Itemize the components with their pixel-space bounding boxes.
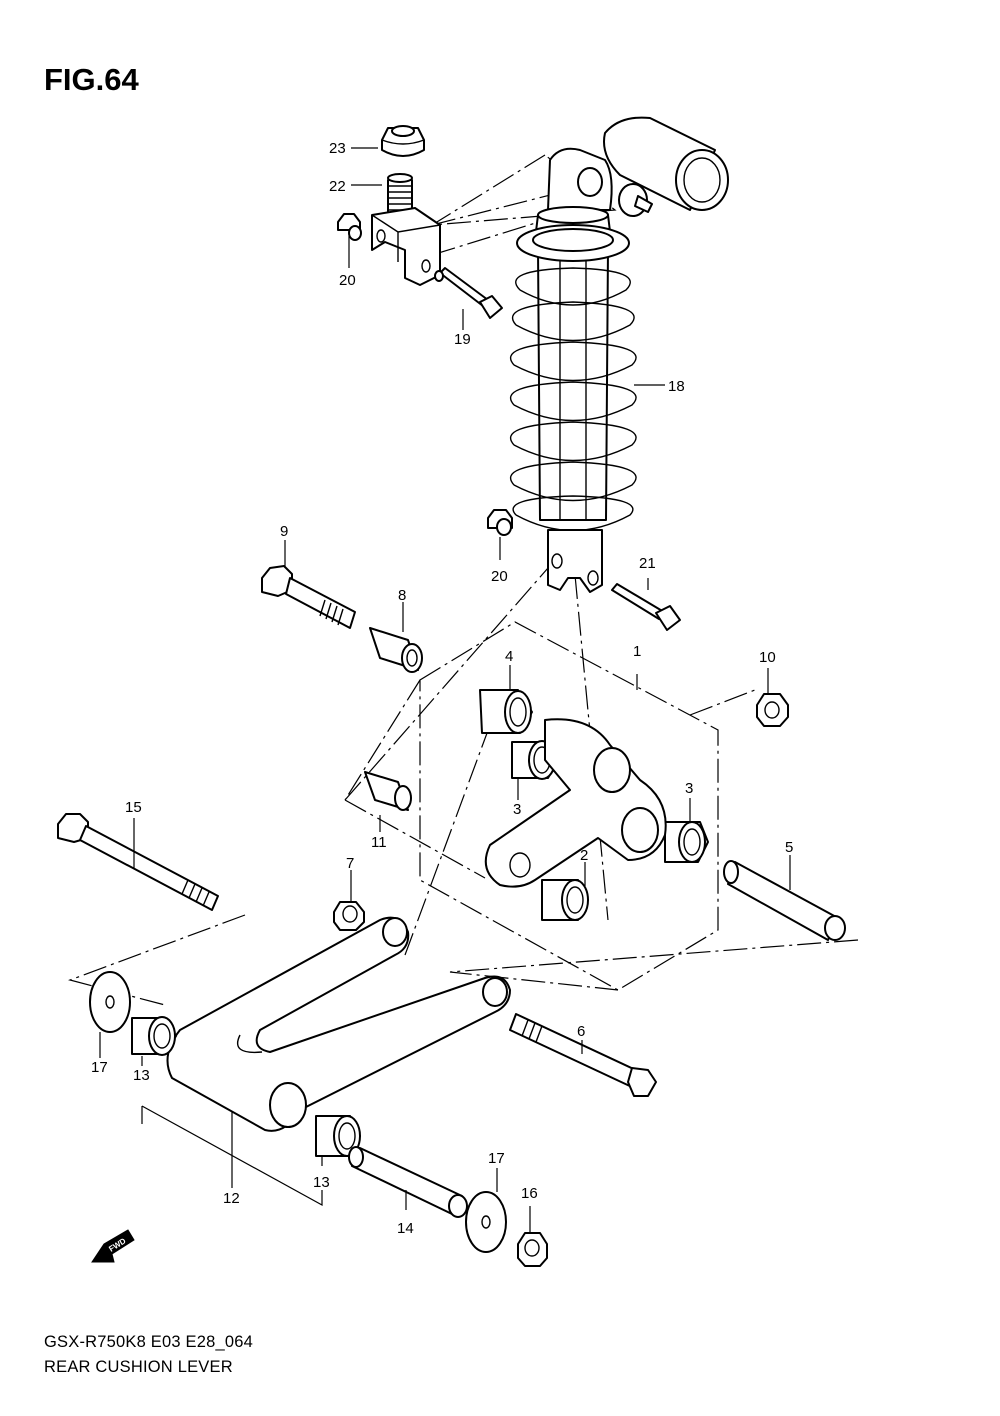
- rear-shock-absorber-18[interactable]: [509, 116, 729, 593]
- bearing-4[interactable]: [479, 689, 533, 734]
- cushion-rod-12[interactable]: [166, 916, 511, 1132]
- callout-12: 12: [223, 1190, 240, 1207]
- callout-21: 21: [639, 555, 656, 572]
- bearing-13-left[interactable]: [131, 1016, 177, 1056]
- bolt-19[interactable]: [434, 267, 503, 319]
- spacer-pipe-5[interactable]: [723, 860, 846, 941]
- cushion-lever-1[interactable]: [484, 718, 667, 888]
- nut-7[interactable]: [333, 901, 365, 931]
- spacer-pipe-14[interactable]: [348, 1146, 468, 1218]
- callout-19: 19: [454, 331, 471, 348]
- nut-10[interactable]: [756, 693, 789, 727]
- callout-6: 6: [577, 1023, 585, 1040]
- shock-upper-bracket-22[interactable]: [371, 173, 441, 286]
- leader-lines: [99, 147, 791, 1234]
- callout-13-right: 13: [313, 1174, 330, 1191]
- callout-2: 2: [580, 847, 588, 864]
- callout-13-left: 13: [133, 1067, 150, 1084]
- bolt-21[interactable]: [611, 583, 681, 631]
- callout-14: 14: [397, 1220, 414, 1237]
- section-name-caption: REAR CUSHION LEVER: [44, 1358, 233, 1376]
- callout-4: 4: [505, 648, 513, 665]
- callout-17-left: 17: [91, 1059, 108, 1076]
- callout-20-lower: 20: [491, 568, 508, 585]
- callout-7: 7: [346, 855, 354, 872]
- collar-8[interactable]: [369, 627, 423, 673]
- bolt-6[interactable]: [509, 1013, 657, 1097]
- callout-23: 23: [329, 140, 346, 157]
- nut-20-upper[interactable]: [337, 213, 362, 241]
- callout-10: 10: [759, 649, 776, 666]
- callout-16: 16: [521, 1185, 538, 1202]
- washer-17-right[interactable]: [465, 1191, 507, 1253]
- model-code-caption: GSX-R750K8 E03 E28_064: [44, 1333, 253, 1351]
- flange-nut-23[interactable]: [381, 125, 425, 157]
- bearing-3-right[interactable]: [664, 821, 709, 863]
- callout-3-left: 3: [513, 801, 521, 818]
- callout-11: 11: [371, 834, 387, 851]
- washer-17-left[interactable]: [89, 971, 131, 1033]
- callout-9: 9: [280, 523, 288, 540]
- bearing-2[interactable]: [541, 879, 589, 921]
- callout-3-right: 3: [685, 780, 693, 797]
- callout-22: 22: [329, 178, 346, 195]
- fwd-arrow-icon: FWD: [91, 1229, 135, 1263]
- nut-16[interactable]: [517, 1232, 548, 1267]
- callout-17-right: 17: [488, 1150, 505, 1167]
- nut-20-lower[interactable]: [487, 509, 513, 536]
- callout-15: 15: [125, 799, 142, 816]
- bolt-15[interactable]: [57, 813, 219, 911]
- bearing-13-right[interactable]: [315, 1115, 361, 1157]
- callout-8: 8: [398, 587, 406, 604]
- figure-title: FIG.64: [44, 62, 139, 97]
- bolt-9[interactable]: [261, 565, 356, 629]
- callout-labels: 23 22 20 19 18 9 20 21 8 1 10 4 3 3 15 1…: [91, 140, 793, 1237]
- callout-20-upper: 20: [339, 272, 356, 289]
- collar-11[interactable]: [364, 771, 412, 811]
- callout-5: 5: [785, 839, 793, 856]
- callout-18: 18: [668, 378, 685, 395]
- callout-1: 1: [633, 643, 641, 660]
